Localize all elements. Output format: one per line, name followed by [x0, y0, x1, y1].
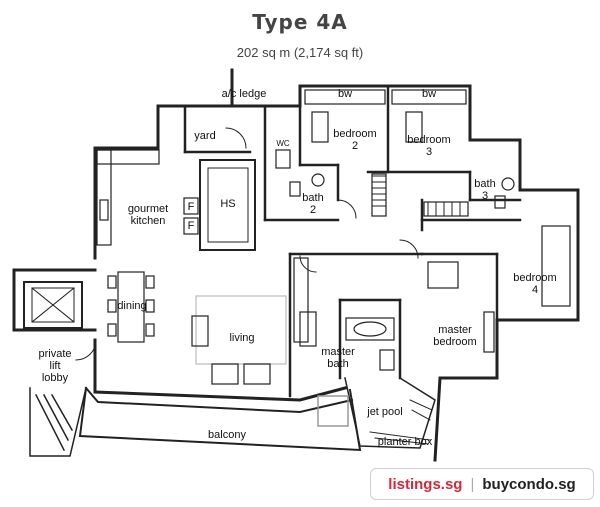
living-furniture: [191, 295, 287, 385]
planter-box: [369, 399, 433, 445]
bath-fixtures: [275, 149, 515, 209]
brand-separator: |: [470, 475, 475, 493]
branding-watermark: listings.sg | buycondo.sg: [370, 468, 594, 500]
door-arcs: [75, 127, 419, 361]
label-fridge-2: F: [187, 220, 195, 232]
lobby-balcony: [29, 387, 87, 457]
kitchen-counters: [96, 149, 199, 246]
label-dining: dining: [117, 300, 147, 312]
master-bath-fixtures: [299, 311, 395, 371]
label-hs: HS: [220, 198, 236, 210]
label-yard: yard: [194, 130, 216, 142]
label-wc: WC: [276, 139, 290, 148]
louvers: [371, 175, 461, 217]
label-jet-pool: jet pool: [367, 406, 403, 418]
label-fridge-1: F: [187, 201, 195, 213]
interior-walls: [93, 84, 522, 398]
closets: [293, 89, 495, 353]
label-balcony: balcony: [208, 429, 246, 441]
jet-pool: [317, 376, 436, 449]
beds: [311, 111, 571, 307]
hs-room: [199, 159, 256, 251]
plan-area: 202 sq m (2,174 sq ft): [236, 45, 364, 60]
lift: [23, 281, 83, 329]
label-living: living: [229, 332, 255, 344]
label-bw-1: bw: [337, 88, 353, 100]
dining-table: [107, 271, 155, 343]
label-planter-box: planter box: [377, 436, 433, 448]
brand-buycondo: buycondo.sg: [482, 475, 576, 493]
plan-title: Type 4A: [252, 10, 348, 34]
brand-listings: listings.sg: [388, 475, 463, 493]
label-bw-2: bw: [421, 88, 437, 100]
label-ac-ledge: a/c ledge: [221, 88, 267, 100]
